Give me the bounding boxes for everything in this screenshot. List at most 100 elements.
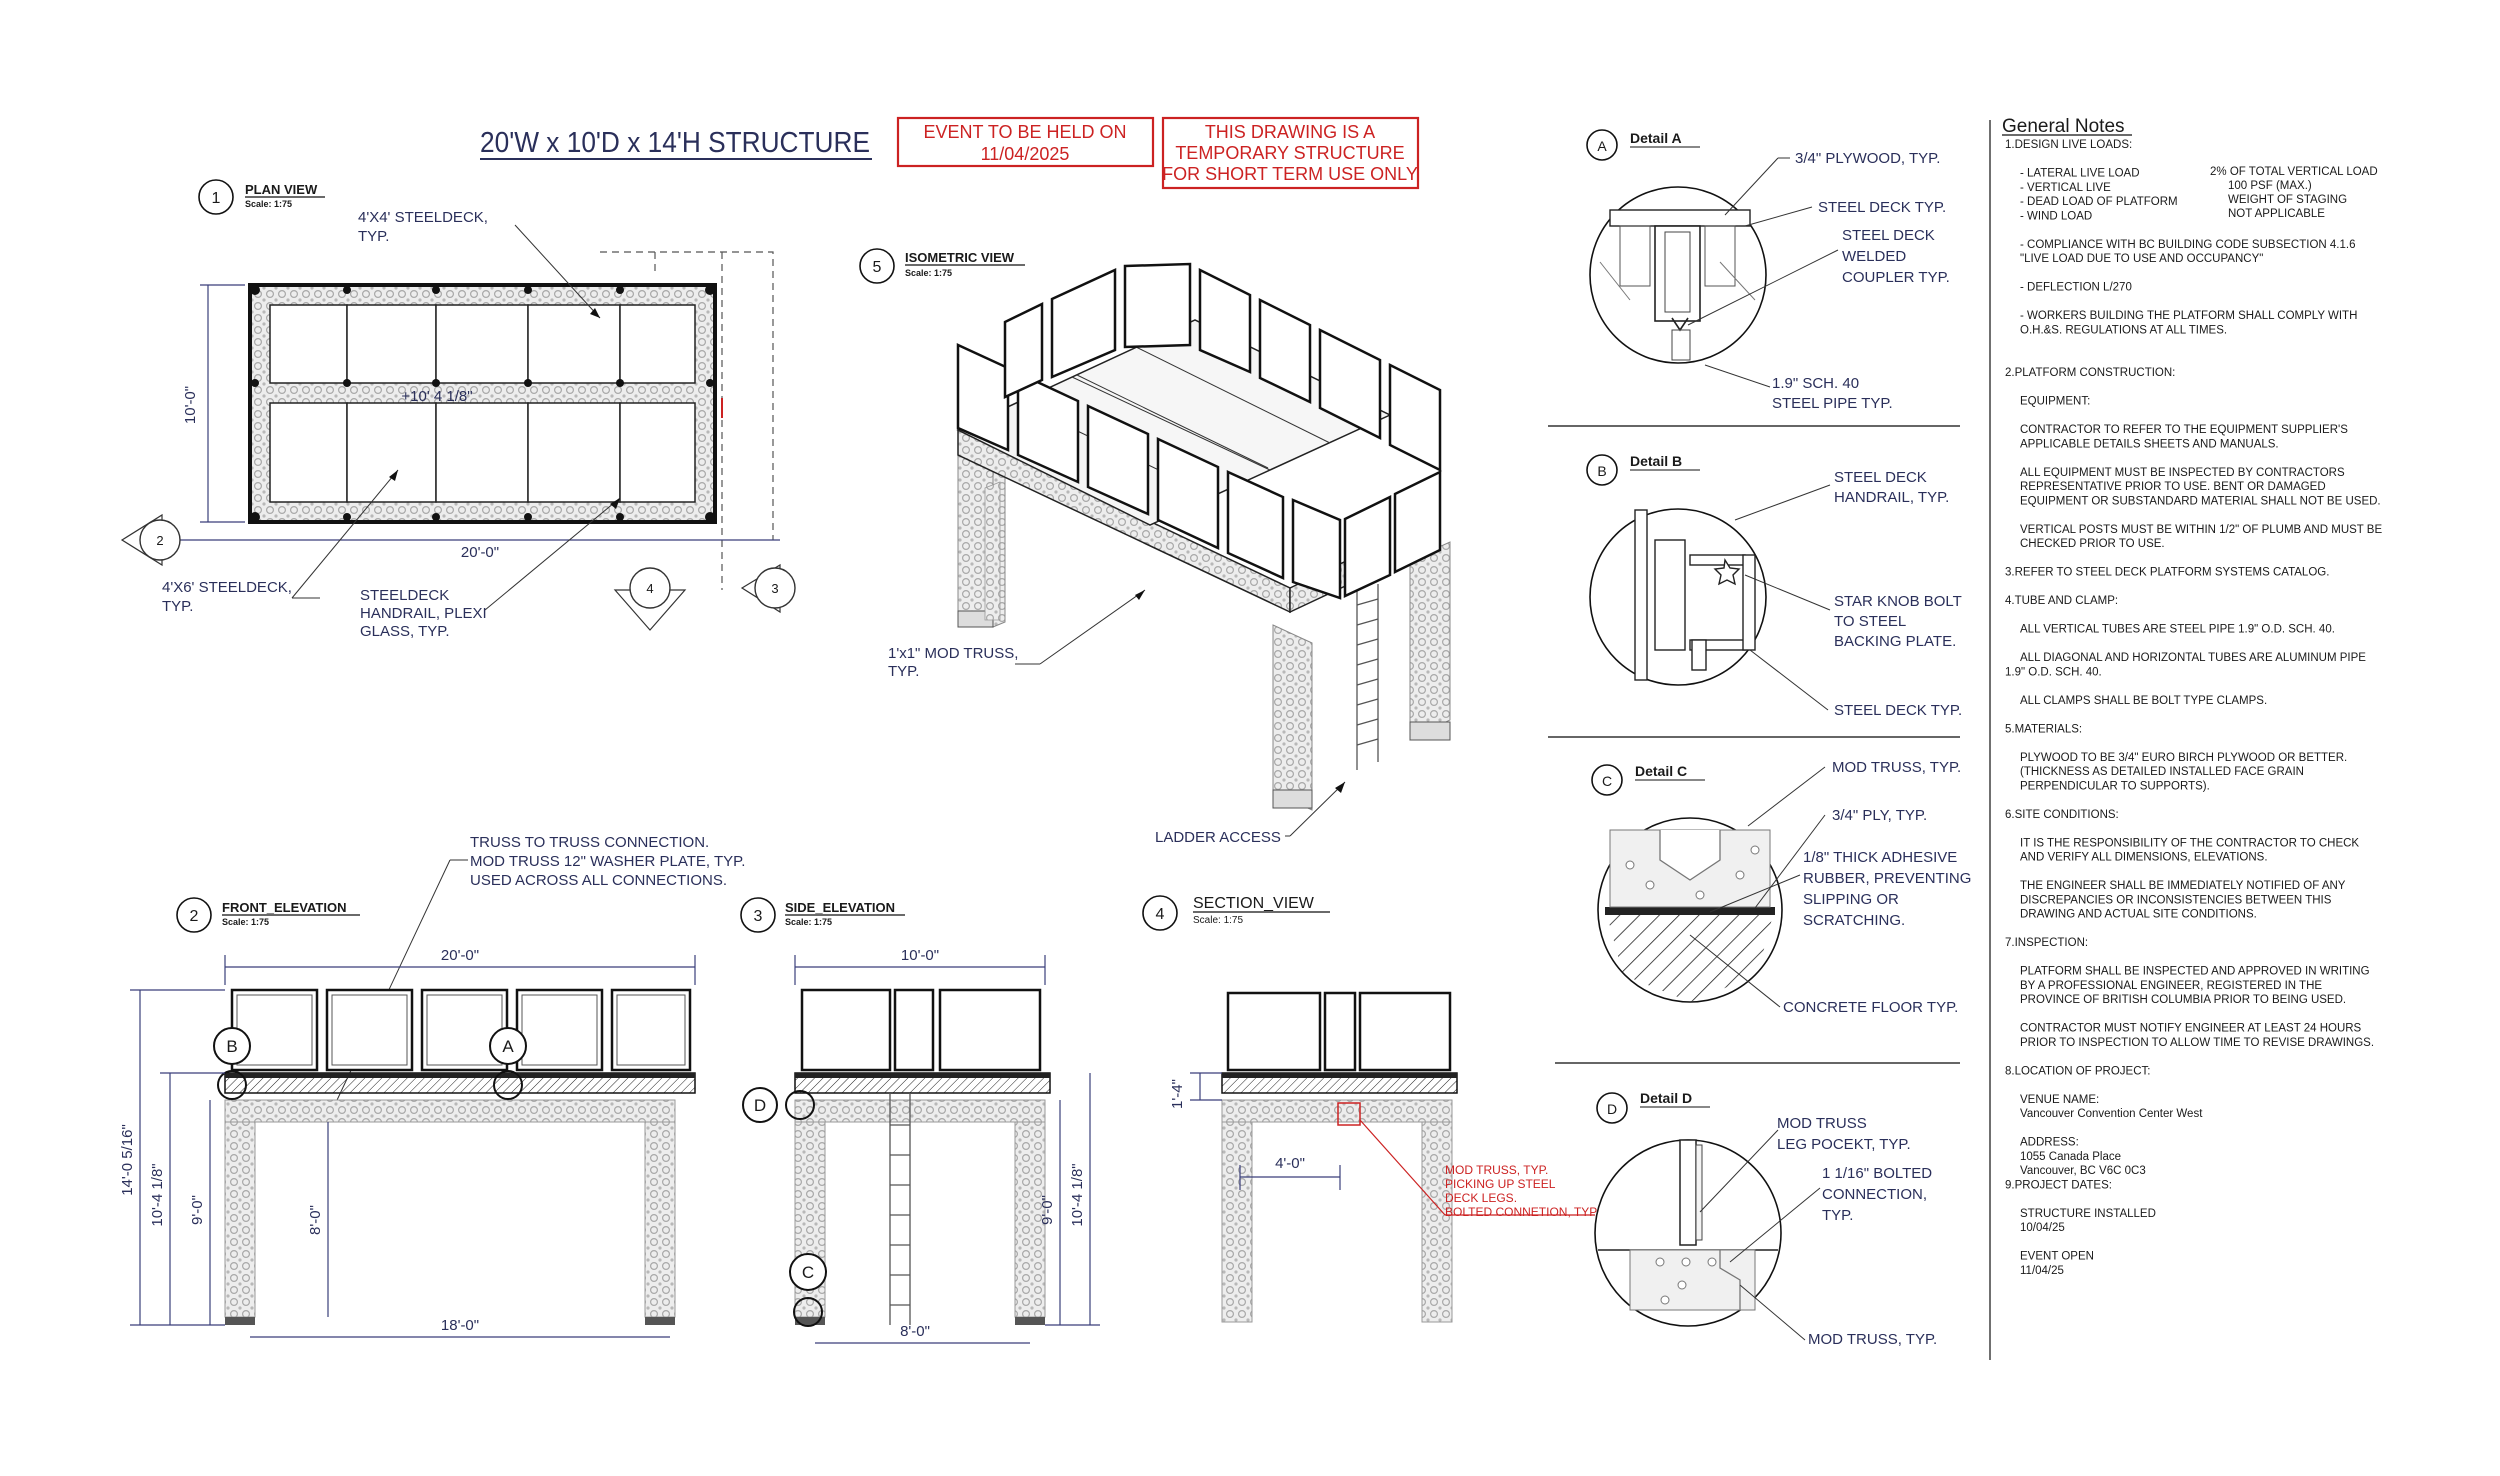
- detail-d-title: Detail D: [1640, 1090, 1692, 1106]
- temp-notice-line-2: TEMPORARY STRUCTURE: [1175, 143, 1404, 163]
- general-note-line: 5.MATERIALS:: [2005, 723, 2082, 735]
- detail-b-letter: B: [1597, 463, 1606, 479]
- detail-bubble-d: [742, 1087, 778, 1123]
- general-note-line: 9.PROJECT DATES:: [2005, 1179, 2112, 1191]
- side-dim-truss-h: 9'-0": [1039, 1195, 1056, 1225]
- general-note-line: IT IS THE RESPONSIBILITY OF THE CONTRACT…: [2020, 837, 2359, 849]
- label-ladder-access: LADDER ACCESS: [1155, 829, 1281, 846]
- general-note-line: 6.SITE CONDITIONS:: [2005, 809, 2119, 821]
- general-note-line: THE ENGINEER SHALL BE IMMEDIATELY NOTIFI…: [2020, 880, 2346, 892]
- isometric-view: 5 ISOMETRIC VIEW Scale: 1:75: [859, 248, 1451, 846]
- side-dim-top: 10'-0": [901, 947, 939, 964]
- detail-d-label-1b: LEG POCEKT, TYP.: [1777, 1136, 1911, 1153]
- section-rail-panels: [1226, 991, 1452, 1072]
- view-number-circle: [859, 248, 895, 284]
- general-note-line: 7.INSPECTION:: [2005, 937, 2088, 949]
- detail-b-label-2c: BACKING PLATE.: [1834, 633, 1956, 650]
- detail-a: A Detail A 3/4" PLYWOOD, TYP. STEEL DECK…: [1586, 129, 1950, 412]
- detail-a-letter: A: [1597, 138, 1607, 154]
- red-note-line-3: DECK LEGS.: [1445, 1191, 1517, 1205]
- view-scale: Scale: 1:75: [785, 917, 832, 927]
- general-note-line: 2.PLATFORM CONSTRUCTION:: [2005, 367, 2175, 379]
- plan-view: 1 PLAN VIEW Scale: 1:75 +10' 4 1/8" 10'-…: [120, 179, 796, 640]
- detail-a-label-2: STEEL DECK TYP.: [1818, 199, 1946, 216]
- side-dim-bottom: 8'-0": [900, 1323, 930, 1340]
- general-note-line: PROVINCE OF BRITISH COLUMBIA PRIOR TO BE…: [2020, 994, 2346, 1006]
- side-rail-panels: [800, 988, 1042, 1072]
- view-number: 3: [754, 908, 763, 925]
- detail-d-label-2a: 1 1/16" BOLTED: [1822, 1165, 1932, 1182]
- front-dim-inner-h: 8'-0": [307, 1205, 324, 1235]
- section-marker-3-num: 3: [771, 581, 778, 596]
- callout-line-3: USED ACROSS ALL CONNECTIONS.: [470, 872, 727, 889]
- general-note-line: PERPENDICULAR TO SUPPORTS).: [2020, 780, 2210, 792]
- event-notice-line-2: 11/04/2025: [981, 144, 1070, 164]
- general-note-line: (THICKNESS AS DETAILED INSTALLED FACE GR…: [2020, 766, 2304, 778]
- red-note-line-4: BOLTED CONNETION, TYP.: [1445, 1205, 1599, 1219]
- section-marker-4-num: 4: [646, 581, 653, 596]
- general-note-line: O.H.&S. REGULATIONS AT ALL TIMES.: [2020, 324, 2227, 336]
- side-dim-deck-h: 10'-4 1/8": [1069, 1163, 1086, 1226]
- view-scale: Scale: 1:75: [245, 199, 292, 209]
- front-dim-top: 20'-0": [441, 947, 479, 964]
- section-marker-3: 3: [740, 563, 796, 614]
- general-note-line: CHECKED PRIOR TO USE.: [2020, 538, 2165, 550]
- general-note-line: PRIOR TO INSPECTION TO ALLOW TIME TO REV…: [2020, 1037, 2374, 1049]
- detail-b-label-2a: STAR KNOB BOLT: [1834, 593, 1962, 610]
- detail-c-label-4: CONCRETE FLOOR TYP.: [1783, 999, 1958, 1016]
- detail-bubble-b: [213, 1027, 251, 1065]
- general-note-line: 11/04/25: [2020, 1265, 2064, 1277]
- detail-bubble-a: [489, 1027, 527, 1065]
- event-date-notice: EVENT TO BE HELD ON 11/04/2025: [896, 116, 1155, 168]
- general-note-line: ALL CLAMPS SHALL BE BOLT TYPE CLAMPS.: [2020, 695, 2267, 707]
- temp-notice-line-1: THIS DRAWING IS A: [1205, 122, 1375, 142]
- general-notes-title: General Notes: [2002, 116, 2125, 137]
- detail-a-label-1: 3/4" PLYWOOD, TYP.: [1795, 150, 1940, 167]
- load-value-3: WEIGHT OF STAGING: [2228, 194, 2347, 206]
- view-scale: Scale: 1:75: [905, 268, 952, 278]
- label-mod-truss-2: TYP.: [888, 663, 919, 680]
- general-note-line: 4.TUBE AND CLAMP:: [2005, 595, 2118, 607]
- general-note-line: APPLICABLE DETAILS SHEETS AND MANUALS.: [2020, 438, 2279, 450]
- general-note-line: 1055 Canada Place: [2020, 1151, 2121, 1163]
- detail-d-label-2b: CONNECTION,: [1822, 1186, 1927, 1203]
- side-elevation: 3 SIDE_ELEVATION Scale: 1:75 D C 10'-0" …: [740, 897, 1100, 1344]
- label-handrail-3: GLASS, TYP.: [360, 623, 450, 640]
- detail-a-label-4a: 1.9" SCH. 40: [1772, 375, 1859, 392]
- front-dim-total-h: 14'-0 5/16": [119, 1124, 136, 1196]
- general-note-line: EQUIPMENT OR SUBSTANDARD MATERIAL SHALL …: [2020, 495, 2381, 507]
- label-handrail-2: HANDRAIL, PLEXI: [360, 605, 487, 622]
- front-elevation: 2 FRONT_ELEVATION Scale: 1:75 TRUSS TO T…: [119, 834, 745, 1338]
- detail-bubble-c: [789, 1253, 827, 1291]
- view-number-circle: [740, 897, 776, 933]
- label-mod-truss-1: 1'x1" MOD TRUSS,: [888, 645, 1018, 662]
- view-number-circle: [1142, 895, 1178, 931]
- plan-height-label: +10' 4 1/8": [401, 388, 472, 405]
- load-value-4: NOT APPLICABLE: [2228, 208, 2325, 220]
- detail-c-label-3c: SLIPPING OR: [1803, 891, 1899, 908]
- general-note-line: 1.9" O.D. SCH. 40.: [2005, 666, 2102, 678]
- section-marker-2: 2: [120, 513, 181, 567]
- general-note-line: "LIVE LOAD DUE TO USE AND OCCUPANCY": [2020, 253, 2263, 265]
- general-note-line: CONTRACTOR MUST NOTIFY ENGINEER AT LEAST…: [2020, 1023, 2362, 1035]
- front-dim-truss-h: 9'-0": [189, 1195, 206, 1225]
- label-steeldeck-4x6-1: 4'X6' STEELDECK,: [162, 579, 292, 596]
- iso-rail-back: [1003, 262, 1442, 473]
- temp-notice-line-3: FOR SHORT TERM USE ONLY: [1162, 164, 1418, 184]
- general-note-line: - COMPLIANCE WITH BC BUILDING CODE SUBSE…: [2020, 239, 2355, 251]
- detail-a-label-4b: STEEL PIPE TYP.: [1772, 395, 1893, 412]
- general-note-line: - WIND LOAD: [2020, 210, 2092, 222]
- detail-bubble-c-letter: C: [802, 1263, 814, 1282]
- front-rail-panels: [230, 988, 692, 1072]
- general-notes: General Notes 1.DESIGN LIVE LOADS:- LATE…: [2002, 116, 2382, 1277]
- sheet-title: 20'W x 10'D x 14'H STRUCTURE: [480, 127, 870, 159]
- view-title: SECTION_VIEW: [1193, 895, 1315, 912]
- general-note-line: ALL DIAGONAL AND HORIZONTAL TUBES ARE AL…: [2020, 652, 2366, 664]
- detail-d: D Detail D MOD TRUSS LEG POCEKT, TYP. 1 …: [1594, 1090, 1937, 1348]
- general-note-line: EQUIPMENT:: [2020, 396, 2090, 408]
- general-note-line: VERTICAL POSTS MUST BE WITHIN 1/2" OF PL…: [2020, 524, 2382, 536]
- view-scale: Scale: 1:75: [1193, 915, 1243, 926]
- general-note-line: - DEFLECTION L/270: [2020, 282, 2132, 294]
- general-note-line: CONTRACTOR TO REFER TO THE EQUIPMENT SUP…: [2020, 424, 2348, 436]
